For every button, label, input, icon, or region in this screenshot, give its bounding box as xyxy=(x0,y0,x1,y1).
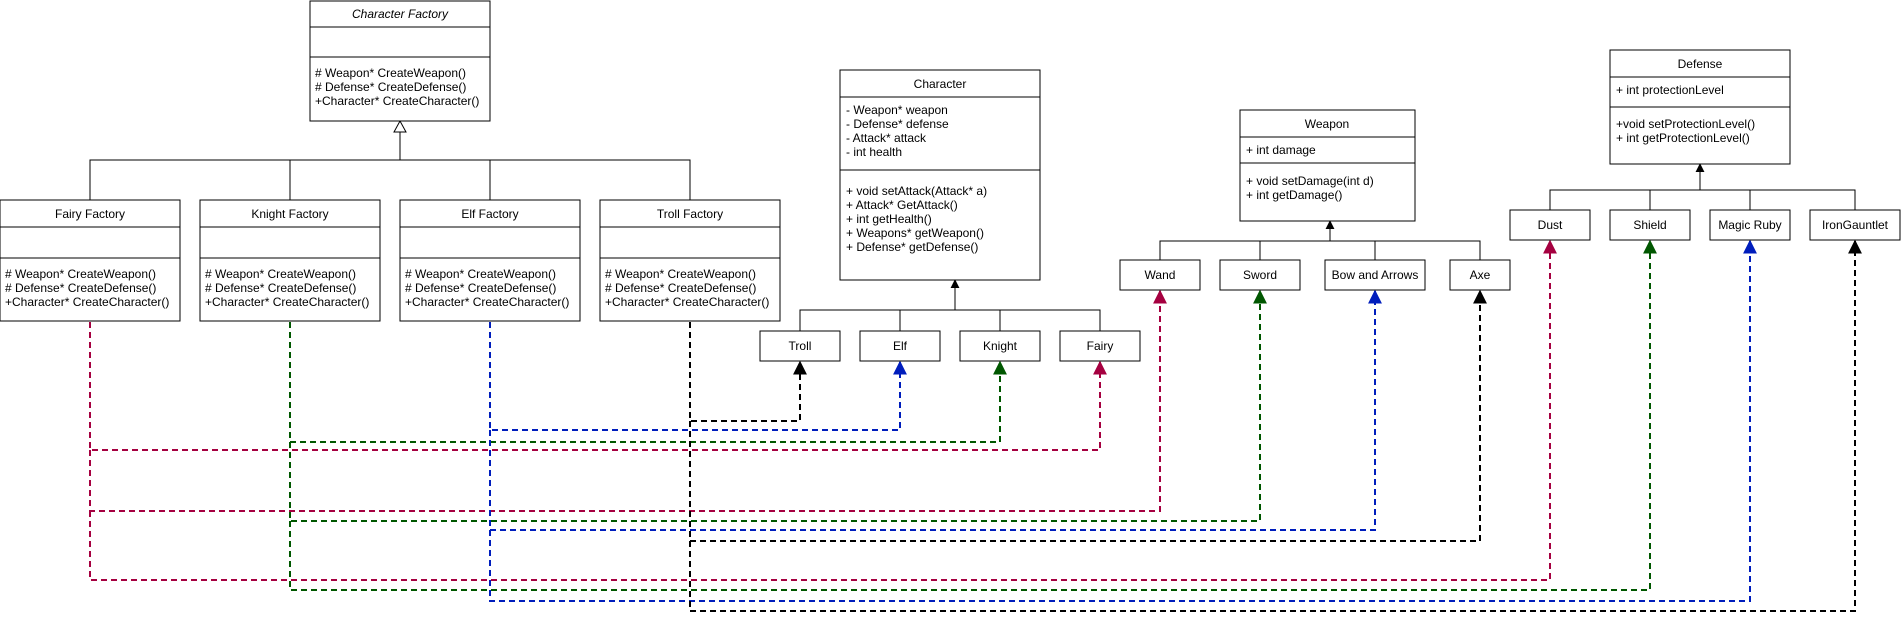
defense-inheritance xyxy=(1549,163,1856,210)
attribute: - Attack* attack xyxy=(846,131,927,145)
method: + Attack* GetAttack() xyxy=(846,198,958,212)
method: +void setProtectionLevel() xyxy=(1616,117,1755,131)
class-name: Weapon xyxy=(1305,117,1349,131)
class-defense[interactable]: Defense + int protectionLevel +void setP… xyxy=(1609,49,1791,165)
class-iron-gauntlet[interactable]: IronGauntlet xyxy=(1809,209,1901,241)
attribute: + int damage xyxy=(1246,143,1316,157)
class-knight-factory[interactable]: Knight Factory # Weapon* CreateWeapon() … xyxy=(199,199,381,322)
svg-text:Axe: Axe xyxy=(1470,268,1491,282)
class-bow-and-arrows[interactable]: Bow and Arrows xyxy=(1324,259,1426,291)
svg-text:Shield: Shield xyxy=(1633,218,1666,232)
method: + void setDamage(int d) xyxy=(1246,174,1374,188)
method: +Character* CreateCharacter() xyxy=(315,94,479,108)
svg-text:Dust: Dust xyxy=(1538,218,1563,232)
class-shield[interactable]: Shield xyxy=(1609,209,1691,241)
method: +Character* CreateCharacter() xyxy=(405,295,569,309)
elf-factory-dependencies xyxy=(489,239,1757,602)
fairy-factory-dependencies xyxy=(89,239,1557,581)
class-troll[interactable]: Troll xyxy=(759,330,841,362)
svg-text:Knight: Knight xyxy=(983,339,1018,353)
svg-text:Wand: Wand xyxy=(1145,268,1176,282)
svg-text:Elf: Elf xyxy=(893,339,908,353)
svg-text:Sword: Sword xyxy=(1243,268,1277,282)
class-sword[interactable]: Sword xyxy=(1219,259,1301,291)
method: # Defense* CreateDefense() xyxy=(5,281,156,295)
method: # Weapon* CreateWeapon() xyxy=(5,267,156,281)
class-name: Troll Factory xyxy=(657,207,723,221)
knight-factory-dependencies xyxy=(289,239,1657,591)
method: # Weapon* CreateWeapon() xyxy=(205,267,356,281)
method: + Defense* getDefense() xyxy=(846,240,978,254)
attribute: - Defense* defense xyxy=(846,117,949,131)
svg-text:Troll: Troll xyxy=(789,339,812,353)
class-magic-ruby[interactable]: Magic Ruby xyxy=(1709,209,1791,241)
troll-factory-dependencies xyxy=(689,239,1862,612)
method: + int getHealth() xyxy=(846,212,932,226)
attribute: - Weapon* weapon xyxy=(846,103,948,117)
character-inheritance xyxy=(799,279,1101,331)
class-elf[interactable]: Elf xyxy=(859,330,941,362)
method: +Character* CreateCharacter() xyxy=(605,295,769,309)
class-name: Fairy Factory xyxy=(55,207,125,221)
method: # Defense* CreateDefense() xyxy=(205,281,356,295)
method: + int getDamage() xyxy=(1246,188,1342,202)
class-name: Character Factory xyxy=(352,7,449,21)
weapon-inheritance xyxy=(1159,220,1481,260)
class-knight[interactable]: Knight xyxy=(959,330,1041,362)
class-axe[interactable]: Axe xyxy=(1449,259,1511,291)
class-dust[interactable]: Dust xyxy=(1509,209,1591,241)
class-wand[interactable]: Wand xyxy=(1119,259,1201,291)
class-troll-factory[interactable]: Troll Factory # Weapon* CreateWeapon() #… xyxy=(599,199,781,322)
svg-text:Fairy: Fairy xyxy=(1087,339,1114,353)
class-name: Elf Factory xyxy=(461,207,518,221)
class-character[interactable]: Character - Weapon* weapon - Defense* de… xyxy=(839,69,1041,281)
attribute: + int protectionLevel xyxy=(1616,83,1724,97)
method: # Weapon* CreateWeapon() xyxy=(605,267,756,281)
factory-inheritance xyxy=(89,119,691,200)
svg-text:Magic Ruby: Magic Ruby xyxy=(1718,218,1781,232)
class-name: Character xyxy=(914,77,967,91)
class-elf-factory[interactable]: Elf Factory # Weapon* CreateWeapon() # D… xyxy=(399,199,581,322)
svg-text:IronGauntlet: IronGauntlet xyxy=(1822,218,1889,232)
method: + void setAttack(Attack* a) xyxy=(846,184,987,198)
class-name: Knight Factory xyxy=(251,207,328,221)
method: # Weapon* CreateWeapon() xyxy=(405,267,556,281)
class-fairy[interactable]: Fairy xyxy=(1059,330,1141,362)
class-fairy-factory[interactable]: Fairy Factory # Weapon* CreateWeapon() #… xyxy=(0,199,181,322)
method: + Weapons* getWeapon() xyxy=(846,226,984,240)
attribute: - int health xyxy=(846,145,902,159)
method: # Defense* CreateDefense() xyxy=(605,281,756,295)
class-name: Defense xyxy=(1678,57,1723,71)
svg-text:Bow and Arrows: Bow and Arrows xyxy=(1332,268,1419,282)
method: + int getProtectionLevel() xyxy=(1616,131,1750,145)
method: +Character* CreateCharacter() xyxy=(5,295,169,309)
class-character-factory[interactable]: Character Factory # Weapon* CreateWeapon… xyxy=(309,0,491,122)
method: # Defense* CreateDefense() xyxy=(315,80,466,94)
inheritance-hollow-arrow xyxy=(393,119,407,133)
class-weapon[interactable]: Weapon + int damage + void setDamage(int… xyxy=(1239,109,1416,222)
method: # Defense* CreateDefense() xyxy=(405,281,556,295)
method: +Character* CreateCharacter() xyxy=(205,295,369,309)
method: # Weapon* CreateWeapon() xyxy=(315,66,466,80)
